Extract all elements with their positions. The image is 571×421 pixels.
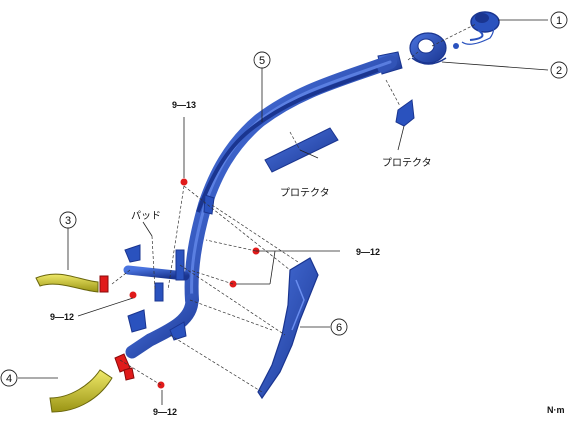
svg-text:4: 4 [6, 373, 12, 385]
heat-shield [257, 257, 319, 400]
hose-clamp-lower [114, 353, 135, 381]
label-pad: パッド [131, 210, 161, 222]
svg-text:2: 2 [556, 65, 562, 77]
callout-4: 4 [0, 369, 18, 387]
filler-neck-ring [409, 32, 447, 65]
torque-label-left-bolt: 9—12 [50, 312, 74, 322]
fuel-cap [453, 11, 500, 49]
filler-pipe [123, 51, 403, 359]
callout-5: 5 [253, 51, 271, 69]
torque-label-right-bolts: 9—12 [356, 247, 380, 257]
protector-clip [395, 99, 415, 127]
callout-3: 3 [59, 211, 77, 229]
protector-tube [264, 127, 339, 173]
svg-text:3: 3 [65, 215, 71, 227]
label-protector-tube: プロテクタ [280, 187, 330, 199]
unit-label: N·m [547, 405, 565, 415]
svg-text:6: 6 [336, 322, 342, 334]
hose-lower [49, 369, 113, 413]
callout-2: 2 [550, 61, 568, 79]
label-protector-clip: プロテクタ [382, 157, 432, 169]
assembly-lines [111, 23, 477, 393]
svg-text:1: 1 [556, 15, 562, 27]
callout-6: 6 [330, 318, 348, 336]
hose-clamp-upper [99, 275, 109, 293]
svg-text:5: 5 [259, 55, 265, 67]
torque-label-upper-bolt: 9—13 [172, 100, 196, 110]
hose-upper [35, 273, 99, 293]
leader-lines [18, 19, 549, 405]
torque-label-lower-bolt: 9—12 [153, 407, 177, 417]
callout-1: 1 [550, 11, 568, 29]
